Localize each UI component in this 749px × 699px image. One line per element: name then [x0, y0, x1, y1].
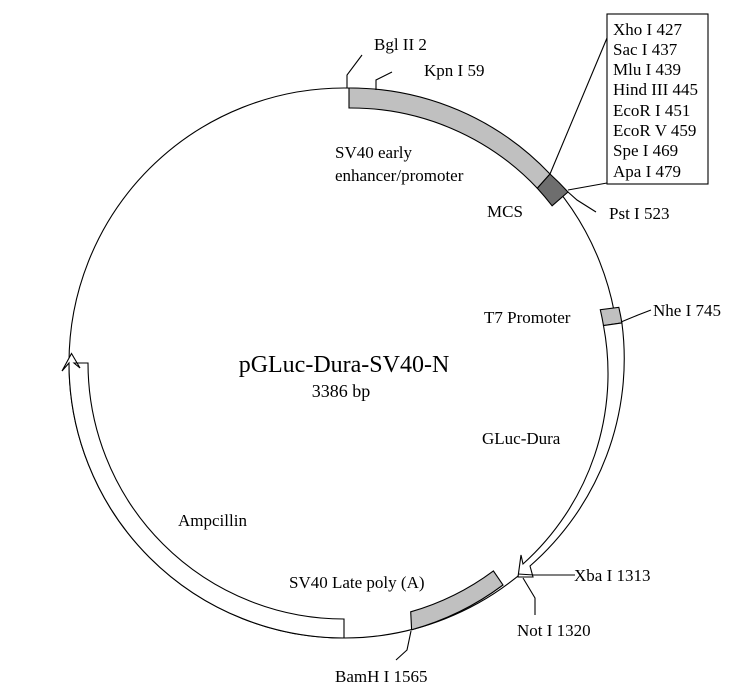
mcs-callout-line-1 [549, 37, 608, 175]
feature-label-mcs: MCS [487, 202, 523, 221]
sv40-late-polya-feature [410, 570, 504, 631]
mcs-site-ecor1: EcoR I 451 [613, 101, 690, 120]
gluc-dura-arrow [517, 322, 625, 578]
bamh1-tick [395, 630, 412, 661]
feature-label-sv40-late-polya: SV40 Late poly (A) [289, 573, 425, 592]
site-label-not1: Not I 1320 [517, 621, 591, 640]
mcs-site-ecor5: EcoR V 459 [613, 121, 696, 140]
site-label-bamh1: BamH I 1565 [335, 667, 428, 686]
mcs-site-sac1: Sac I 437 [613, 40, 678, 59]
feature-label-ampicillin: Ampcillin [178, 511, 247, 530]
mcs-site-hind3: Hind III 445 [613, 80, 698, 99]
kpn1-tick [375, 71, 393, 90]
feature-label-gluc-dura: GLuc-Dura [482, 429, 561, 448]
mcs-site-apa1: Apa I 479 [613, 162, 681, 181]
site-label-kpn1: Kpn I 59 [424, 61, 484, 80]
site-label-pst1: Pst I 523 [609, 204, 669, 223]
nhe1-tick [620, 309, 652, 323]
feature-label-sv40-early-line2: enhancer/promoter [335, 166, 464, 185]
site-label-xba1: Xba I 1313 [574, 566, 650, 585]
mcs-feature [536, 173, 569, 207]
ampicillin-arrow [61, 352, 345, 639]
bgl2-tick [346, 54, 363, 88]
feature-label-t7-promoter: T7 Promoter [484, 308, 571, 327]
feature-label-sv40-early-line1: SV40 early [335, 143, 412, 162]
mcs-callout-line-2 [567, 182, 608, 191]
mcs-site-mlu1: Mlu I 439 [613, 60, 681, 79]
xba1-tick [517, 573, 575, 576]
pst1-tick [567, 191, 597, 213]
plasmid-name: pGLuc-Dura-SV40-N [239, 352, 450, 378]
site-label-nhe1: Nhe I 745 [653, 301, 721, 320]
not1-tick [522, 577, 536, 615]
mcs-site-xho1: Xho I 427 [613, 20, 682, 39]
mcs-sites-box [606, 13, 709, 185]
plasmid-size: 3386 bp [312, 381, 371, 401]
site-label-bgl2: Bgl II 2 [374, 35, 427, 54]
mcs-site-spe1: Spe I 469 [613, 141, 678, 160]
